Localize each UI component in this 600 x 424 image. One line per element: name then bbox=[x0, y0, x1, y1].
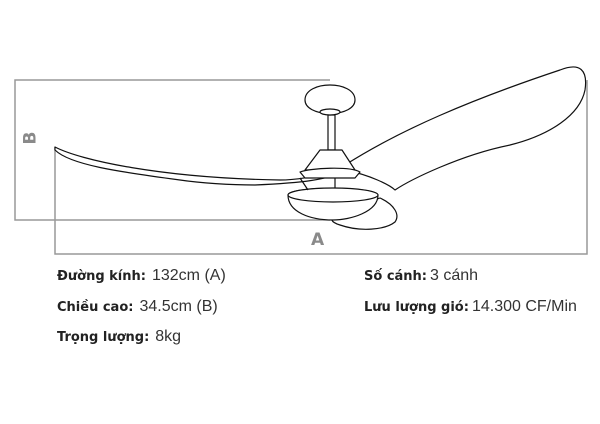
fan-drawing bbox=[14, 66, 588, 255]
down-rod bbox=[327, 114, 336, 151]
spec-blade-count: Số cánh:3 cánh bbox=[364, 267, 478, 285]
spec-weight: Trọng lượng: 8kg bbox=[57, 328, 181, 346]
spec-value: 132cm (A) bbox=[151, 267, 226, 284]
spec-label: Chiều cao: bbox=[57, 300, 134, 315]
spec-label: Lưu lượng gió: bbox=[364, 300, 469, 315]
height-dimension-box bbox=[14, 79, 330, 221]
canopy bbox=[304, 84, 356, 115]
spec-label: Số cánh: bbox=[364, 269, 428, 284]
spec-label: Trọng lượng: bbox=[57, 330, 150, 345]
spec-value: 34.5cm (B) bbox=[139, 298, 218, 315]
height-label: B bbox=[20, 131, 41, 145]
spec-value: 8kg bbox=[155, 328, 182, 345]
spec-value: 14.300 CF/Min bbox=[471, 298, 577, 315]
right-blade bbox=[344, 66, 587, 191]
spec-label: Đường kính: bbox=[57, 269, 146, 284]
spec-airflow: Lưu lượng gió:14.300 CF/Min bbox=[364, 298, 577, 316]
spec-value: 3 cánh bbox=[430, 267, 479, 284]
width-label: A bbox=[311, 230, 325, 250]
motor-housing bbox=[304, 149, 356, 171]
spec-height: Chiều cao: 34.5cm (B) bbox=[57, 298, 218, 316]
width-dimension-box bbox=[54, 80, 588, 255]
spec-diameter: Đường kính: 132cm (A) bbox=[57, 267, 226, 285]
